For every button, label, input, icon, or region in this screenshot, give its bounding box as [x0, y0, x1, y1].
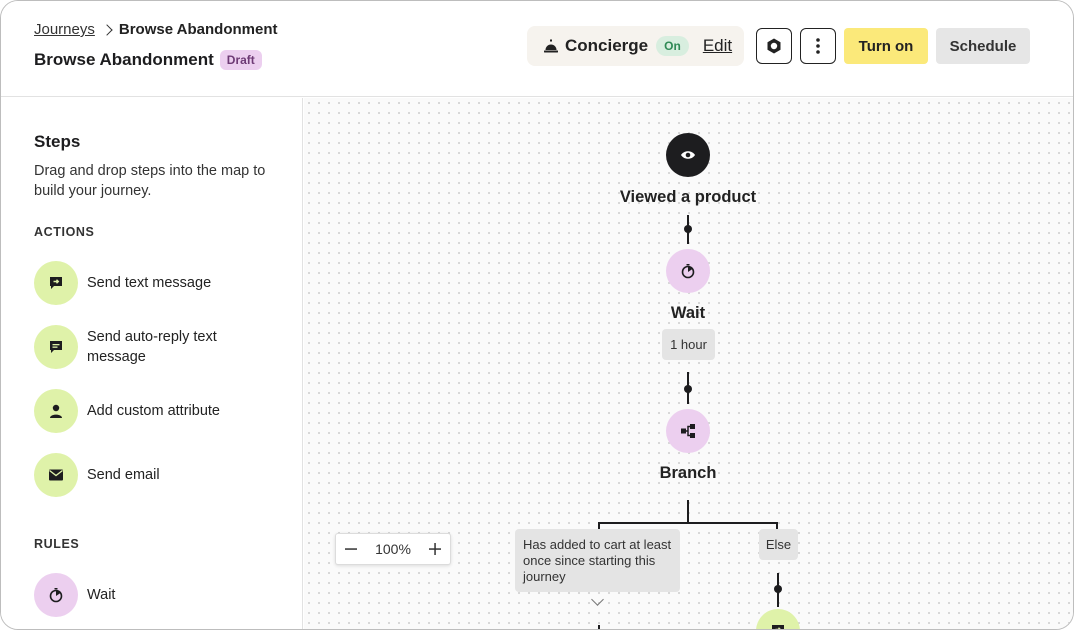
actions-heading: ACTIONS [34, 225, 95, 239]
journey-canvas[interactable]: Viewed a product Wait 1 hour Branch [304, 98, 1073, 629]
step-send-email[interactable]: Send email [34, 453, 237, 497]
status-badge: Draft [219, 50, 262, 70]
connector-dot [774, 585, 782, 593]
turn-on-button[interactable]: Turn on [844, 28, 928, 64]
minus-icon [345, 548, 357, 550]
branch-split-line [598, 522, 778, 524]
page-title: Browse Abandonment [34, 50, 214, 69]
sidebar-title: Steps [34, 132, 81, 151]
connector-line [598, 522, 600, 530]
step-send-auto-reply[interactable]: Send auto-reply text message [34, 325, 237, 369]
breadcrumb-journeys-link[interactable]: Journeys [34, 21, 95, 38]
plus-icon [429, 543, 441, 555]
rules-heading: RULES [34, 537, 80, 551]
step-label: Add custom attribute [87, 403, 220, 419]
step-label: Send auto-reply text message [87, 329, 217, 365]
message-send-icon [772, 625, 784, 629]
breadcrumb: Journeys Browse Abandonment [34, 21, 278, 38]
title-row: Browse Abandonment Draft [34, 50, 262, 70]
connector-line [598, 625, 600, 629]
concierge-panel: Concierge On Edit [527, 26, 744, 66]
step-label: Send email [87, 467, 160, 483]
message-reply-icon [50, 341, 62, 353]
step-label: Send text message [87, 275, 212, 291]
header: Journeys Browse Abandonment Browse Aband… [1, 1, 1073, 97]
step-icon-circle [34, 453, 78, 497]
concierge-label: Concierge [565, 36, 649, 55]
concierge-edit-link[interactable]: Edit [702, 36, 733, 55]
step-label: Wait [87, 587, 116, 603]
breadcrumb-current: Browse Abandonment [118, 21, 278, 38]
branch-node[interactable] [666, 409, 710, 453]
trigger-node[interactable] [666, 133, 710, 177]
timer-icon [49, 588, 63, 603]
step-icon-circle [34, 325, 78, 369]
sidebar-description: Drag and drop steps into the map to buil… [34, 163, 266, 199]
branch-condition-card[interactable]: Has added to cart at least once since st… [515, 529, 680, 592]
branch-node-label: Branch [659, 464, 717, 482]
connector-line [776, 522, 778, 530]
zoom-out-button[interactable] [343, 541, 359, 557]
concierge-status-badge: On [656, 36, 689, 56]
step-icon-circle [34, 573, 78, 617]
message-send-icon [50, 277, 62, 289]
branch-else-pill[interactable]: Else [759, 529, 798, 560]
step-wait[interactable]: Wait [34, 573, 237, 617]
chevron-down-icon[interactable] [591, 593, 604, 606]
branch-icon [681, 424, 695, 438]
envelope-icon [49, 469, 63, 481]
connector-dot [684, 385, 692, 393]
step-add-custom-attribute[interactable]: Add custom attribute [34, 389, 237, 433]
step-icon-circle [34, 389, 78, 433]
zoom-control: 100% [335, 533, 451, 565]
step-send-text-message[interactable]: Send text message [34, 261, 237, 305]
timer-icon [681, 264, 695, 279]
wait-duration-pill[interactable]: 1 hour [662, 329, 715, 360]
connector-line [687, 500, 689, 522]
steps-sidebar: Steps Drag and drop steps into the map t… [1, 98, 303, 629]
step-icon-circle [34, 261, 78, 305]
settings-button[interactable] [756, 28, 792, 64]
wait-node[interactable] [666, 249, 710, 293]
chevron-right-icon [101, 23, 113, 36]
send-text-node[interactable] [756, 609, 800, 629]
connector-dot [684, 225, 692, 233]
more-vertical-icon [816, 38, 820, 54]
zoom-level: 100% [375, 541, 411, 557]
settings-hex-icon [767, 38, 781, 54]
person-icon [50, 404, 62, 418]
zoom-in-button[interactable] [427, 541, 443, 557]
wait-node-label: Wait [670, 304, 706, 322]
bell-icon [544, 39, 558, 53]
eye-icon [681, 151, 695, 159]
more-options-button[interactable] [800, 28, 836, 64]
schedule-button[interactable]: Schedule [936, 28, 1030, 64]
trigger-node-label: Viewed a product [619, 188, 757, 206]
